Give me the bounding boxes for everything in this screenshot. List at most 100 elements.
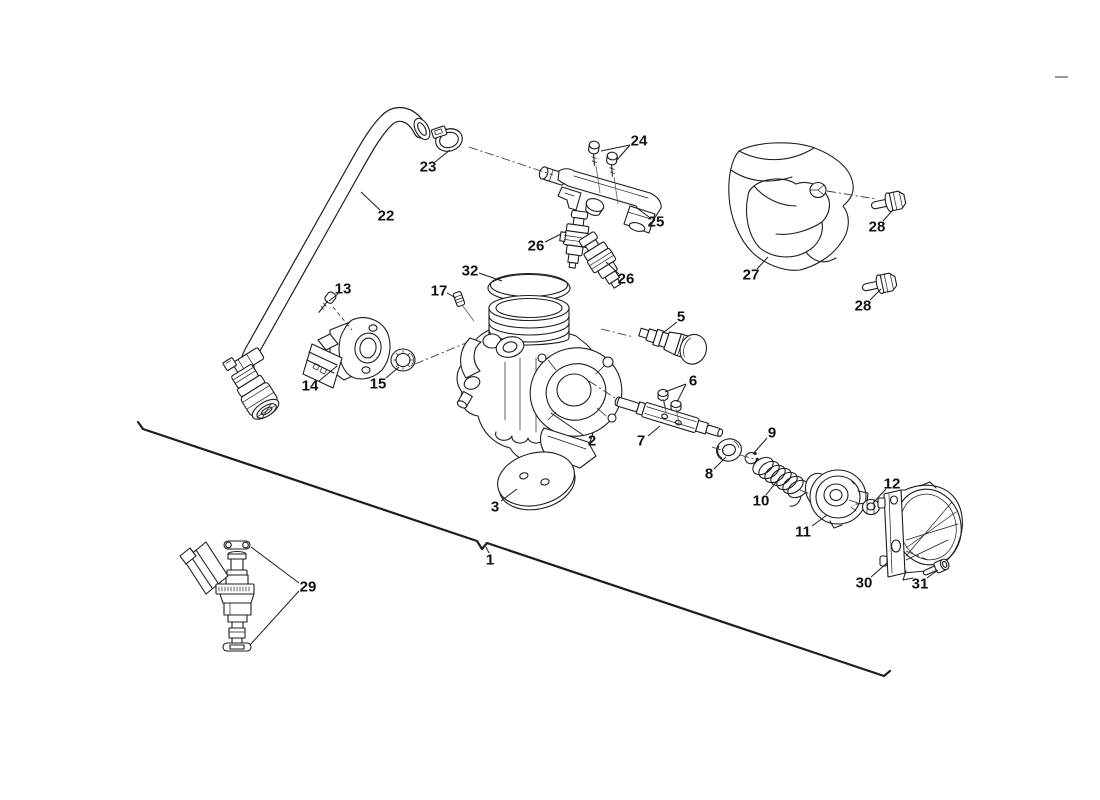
- leader-line: [869, 288, 882, 301]
- rail-screw-2: [606, 151, 618, 177]
- leader-line: [662, 321, 678, 334]
- throttle-plate-disc: [497, 451, 576, 511]
- part-label-6: 6: [689, 373, 697, 390]
- part-label-28: 28: [869, 219, 886, 236]
- leader-line: [550, 412, 584, 436]
- linkage-rod: [614, 396, 724, 438]
- leader-line: [544, 233, 562, 243]
- part-label-12: 12: [884, 476, 901, 493]
- idle-sensor: [638, 327, 708, 365]
- part-label-2: 2: [588, 433, 596, 450]
- leader-line: [360, 191, 381, 211]
- throttle-pulley: [804, 469, 869, 529]
- assembly-axis-line: [848, 499, 862, 505]
- side-cover: [877, 481, 963, 581]
- leader-line: [434, 149, 451, 163]
- tube-quick-connector: [222, 347, 280, 420]
- screw-axis-line: [461, 304, 475, 322]
- assembly-axis-line: [600, 328, 635, 338]
- part-label-15: 15: [370, 376, 387, 393]
- hose-clamp: [430, 125, 463, 152]
- part-label-10: 10: [753, 493, 770, 510]
- leader-line: [478, 272, 503, 282]
- leader-line: [318, 365, 338, 382]
- leader-line: [926, 569, 939, 579]
- leader-line: [605, 261, 620, 275]
- assembly-axis-line: [799, 489, 811, 495]
- part-label-30: 30: [856, 575, 873, 592]
- cover-screw: [922, 558, 950, 576]
- flange-bolt-top: [870, 190, 907, 213]
- leader-line: [647, 425, 661, 437]
- leader-line: [600, 144, 631, 152]
- fuel-rail: [538, 166, 662, 234]
- screw-axis-line: [613, 176, 619, 205]
- leader-line: [870, 562, 888, 578]
- leader-line: [446, 292, 457, 299]
- snap-ring: [744, 452, 759, 465]
- screw-axis-line: [595, 165, 601, 194]
- part-label-1: 1: [486, 552, 494, 569]
- leader-line: [500, 488, 518, 502]
- part-label-13: 13: [335, 281, 352, 298]
- upper-injector-right: [578, 231, 622, 289]
- leader-line: [872, 488, 887, 504]
- part-label-32: 32: [462, 263, 479, 280]
- part-label-31: 31: [912, 576, 929, 593]
- part-label-8: 8: [705, 466, 713, 483]
- throttle-body: [456, 294, 623, 475]
- part-label-28: 28: [855, 298, 872, 315]
- leader-line: [385, 366, 400, 379]
- nut: [861, 498, 881, 516]
- part-label-22: 22: [378, 208, 395, 225]
- assembly-axis-line: [905, 550, 929, 561]
- rod-screw-2: [670, 399, 682, 421]
- leader-line: [765, 480, 778, 496]
- rail-screw-1: [588, 140, 600, 166]
- spring-pin: [452, 291, 466, 307]
- reference-line: [136, 420, 892, 678]
- assembly-axis-line: [468, 146, 554, 176]
- leader-line: [882, 210, 893, 222]
- part-label-14: 14: [302, 378, 319, 395]
- part-label-5: 5: [677, 309, 685, 326]
- leader-line: [811, 514, 828, 527]
- leader-line: [676, 383, 687, 403]
- part-label-7: 7: [637, 433, 645, 450]
- tps-sensor: [302, 317, 391, 389]
- screw-axis-line: [662, 398, 667, 413]
- part-label-26: 26: [528, 238, 545, 255]
- part-label-24: 24: [631, 133, 648, 150]
- assembly-axis-line: [588, 380, 616, 399]
- leader-line: [636, 207, 650, 218]
- assembly-axis-line: [332, 306, 353, 331]
- part-label-11: 11: [795, 524, 811, 541]
- airbox-cover: [728, 142, 854, 271]
- assembly-axis-line: [414, 342, 467, 365]
- assembly-axis-line: [711, 446, 725, 452]
- leader-line: [250, 546, 300, 584]
- leader-line: [756, 256, 769, 270]
- assembly-axis-line: [826, 190, 877, 200]
- leader-line: [328, 293, 339, 302]
- leader-line: [713, 456, 727, 470]
- screw-axis-line: [675, 408, 680, 424]
- fuel-injector: [179, 540, 255, 652]
- leader-line: [615, 144, 631, 162]
- part-label-29: 29: [300, 579, 317, 596]
- part-label-23: 23: [420, 159, 437, 176]
- bearing-seal: [716, 438, 742, 462]
- throttle-spring: [752, 456, 809, 507]
- leader-line: [485, 546, 490, 554]
- part-label-17: 17: [431, 283, 448, 300]
- assembly-axis-line: [739, 454, 755, 460]
- part-label-25: 25: [648, 214, 665, 231]
- leader-line: [752, 437, 768, 455]
- part-label-9: 9: [768, 425, 776, 442]
- part-label-3: 3: [491, 499, 499, 516]
- part-label-26: 26: [618, 271, 635, 288]
- leader-line: [664, 383, 687, 393]
- leader-line: [249, 590, 300, 646]
